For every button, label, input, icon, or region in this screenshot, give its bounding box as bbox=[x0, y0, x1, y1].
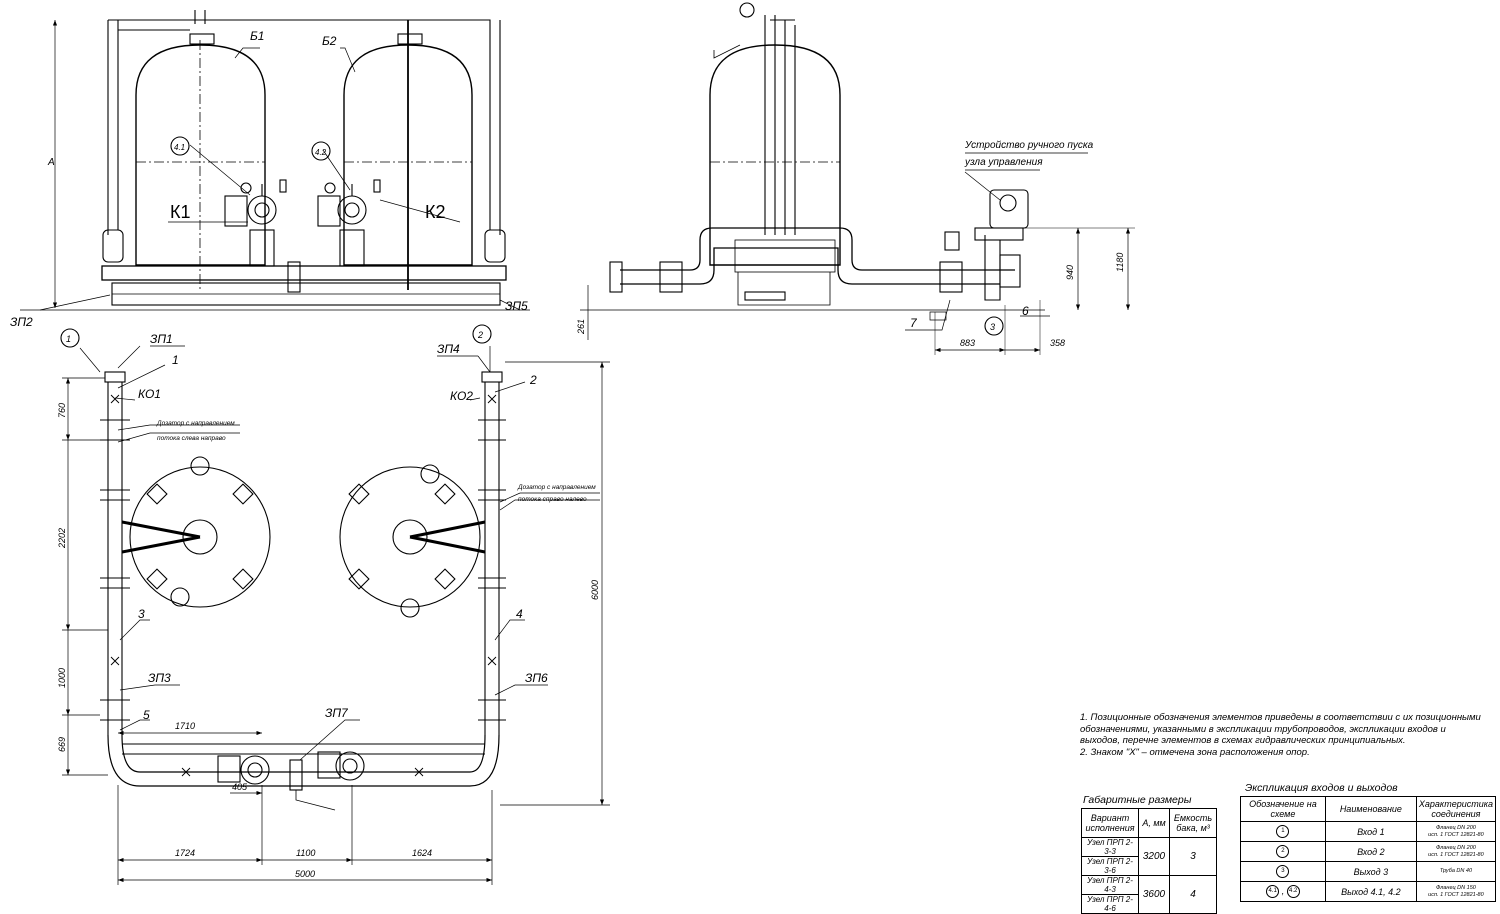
dims-variant: Узел ПРП 2-3-3 bbox=[1081, 837, 1139, 857]
label-tank-b2: Б2 bbox=[322, 34, 337, 48]
pos-7: 7 bbox=[910, 316, 918, 330]
tank-plan-left bbox=[121, 456, 271, 608]
pos-4: 4 bbox=[516, 607, 523, 621]
dim-6000: 6000 bbox=[590, 580, 600, 600]
dims-table-title: Габаритные размеры bbox=[1083, 794, 1192, 806]
dims-a-value: 3600 bbox=[1138, 875, 1170, 914]
plan-view bbox=[60, 324, 610, 885]
dim-669: 669 bbox=[57, 737, 67, 752]
dim-1724: 1724 bbox=[175, 848, 195, 858]
dims-header-capacity: Емкость бака, м³ bbox=[1169, 808, 1217, 838]
control-unit-k2 bbox=[317, 179, 381, 267]
callout-3: 3 bbox=[990, 322, 995, 332]
expl-name: Выход 3 bbox=[1324, 861, 1417, 882]
manual-release-line2: узла управления bbox=[964, 157, 1043, 168]
expl-name: Вход 1 bbox=[1324, 821, 1417, 842]
pos-2: 2 bbox=[529, 373, 537, 387]
dim-940: 940 bbox=[1065, 265, 1075, 280]
dim-883: 883 bbox=[960, 338, 975, 348]
dim-2202: 2202 bbox=[57, 528, 67, 549]
mark-circle: 1 bbox=[1276, 825, 1290, 838]
notes: 1. Позиционные обозначения элементов при… bbox=[1080, 712, 1485, 758]
manual-release-unit bbox=[944, 189, 1029, 251]
mark-circle: 4.1 bbox=[1266, 885, 1280, 898]
pos-3: 3 bbox=[138, 607, 145, 621]
mark-circle: 2 bbox=[1276, 845, 1290, 858]
dims-capacity-value: 4 bbox=[1169, 875, 1217, 914]
expl-name: Вход 2 bbox=[1324, 841, 1417, 862]
doser-right-line2: потока справо налево bbox=[518, 496, 587, 503]
dim-5000: 5000 bbox=[295, 869, 315, 879]
label-k2: К2 bbox=[425, 202, 446, 222]
control-unit-k1 bbox=[224, 179, 287, 267]
technical-drawing: Б1 Б2 К1 К2 4.1 4.2 A ЗП2 ЗП5 ЗП1 ЗП4 ЗП… bbox=[10, 2, 1135, 885]
manual-release-line1: Устройство ручного пуска bbox=[964, 140, 1094, 151]
label-4-1: 4.1 bbox=[174, 143, 185, 152]
dims-header-variant: Вариант исполнения bbox=[1081, 808, 1139, 838]
label-zp3: ЗП3 bbox=[148, 671, 171, 685]
expl-header-name: Наименование bbox=[1324, 796, 1417, 822]
expl-header-char: Характеристика соединения bbox=[1415, 796, 1497, 822]
label-ko1: КО1 bbox=[138, 387, 161, 401]
dims-table: Вариант исполнения А, мм Емкость бака, м… bbox=[1081, 808, 1217, 914]
expl-table: Обозначение на схеме Наименование Характ… bbox=[1240, 796, 1497, 902]
mark-circle: 4.2 bbox=[1286, 885, 1300, 898]
label-k1: К1 bbox=[170, 202, 191, 222]
label-zp5: ЗП5 bbox=[505, 299, 528, 313]
doser-left-line2: потока слева направо bbox=[157, 435, 226, 442]
note-2: 2. Знаком "Х" – отмечена зона расположен… bbox=[1080, 746, 1310, 758]
callout-2: 2 bbox=[477, 330, 483, 340]
note-1: 1. Позиционные обозначения элементов при… bbox=[1080, 712, 1481, 746]
pos-1: 1 bbox=[172, 353, 179, 367]
side-view bbox=[580, 2, 1135, 355]
front-view bbox=[20, 10, 530, 311]
dim-358: 358 bbox=[1050, 338, 1065, 348]
dims-variant: Узел ПРП 2-3-6 bbox=[1081, 856, 1139, 876]
dim-1624: 1624 bbox=[412, 848, 432, 858]
support-marks bbox=[110, 394, 497, 777]
tank-plan-right bbox=[339, 464, 486, 618]
dim-1710: 1710 bbox=[175, 721, 195, 731]
expl-header-mark: Обозначение на схеме bbox=[1240, 796, 1326, 822]
label-zp1: ЗП1 bbox=[150, 332, 173, 346]
expl-table-title: Экспликация входов и выходов bbox=[1245, 782, 1398, 794]
dims-header-a: А, мм bbox=[1138, 808, 1170, 838]
label-4-2: 4.2 bbox=[315, 148, 327, 157]
callout-1: 1 bbox=[66, 334, 71, 344]
dim-1180: 1180 bbox=[1115, 253, 1125, 272]
tank-b2 bbox=[343, 20, 473, 290]
doser-right-line1: Дозатор с направлением bbox=[517, 484, 596, 491]
pos-6: 6 bbox=[1022, 304, 1029, 318]
expl-name: Выход 4.1, 4.2 bbox=[1324, 881, 1417, 902]
dims-variant: Узел ПРП 2-4-3 bbox=[1081, 875, 1139, 895]
dims-variant: Узел ПРП 2-4-6 bbox=[1081, 894, 1139, 914]
dim-760: 760 bbox=[57, 403, 67, 418]
dim-405: 405 bbox=[232, 782, 248, 792]
pos-5: 5 bbox=[143, 708, 150, 722]
table-row: 3 Выход 3 Труба DN 40 bbox=[1240, 861, 1497, 882]
label-ko2: КО2 bbox=[450, 389, 473, 403]
dims-a-value: 3200 bbox=[1138, 837, 1170, 876]
doser-left-line1: Дозатор с направлением bbox=[156, 420, 235, 427]
dim-261: 261 bbox=[576, 319, 586, 335]
label-zp7: ЗП7 bbox=[325, 706, 349, 720]
mark-circle: 3 bbox=[1276, 865, 1290, 878]
label-tank-b1: Б1 bbox=[250, 29, 264, 43]
label-zp2: ЗП2 bbox=[10, 315, 33, 329]
tank-b1 bbox=[135, 33, 266, 290]
label-zp4: ЗП4 bbox=[437, 342, 460, 356]
dim-1100: 1100 bbox=[296, 848, 315, 858]
dim-1000: 1000 bbox=[57, 668, 67, 688]
label-dim-a: A bbox=[47, 157, 55, 168]
dims-capacity-value: 3 bbox=[1169, 837, 1217, 876]
expl-char: Труба DN 40 bbox=[1415, 861, 1497, 882]
label-zp6: ЗП6 bbox=[525, 671, 548, 685]
